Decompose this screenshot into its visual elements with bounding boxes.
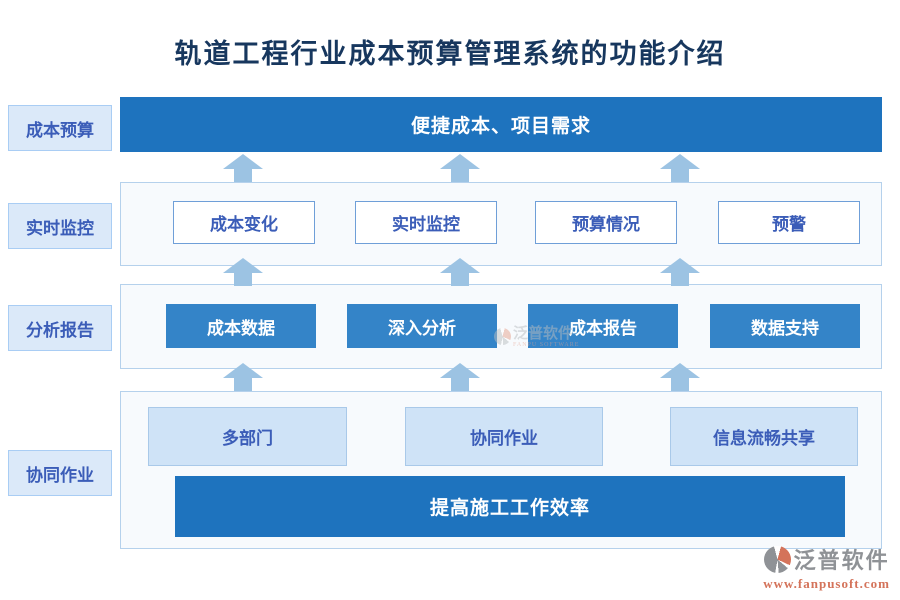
up-arrow-icon — [660, 258, 700, 286]
up-arrow-icon — [223, 258, 263, 286]
node-cost-change: 成本变化 — [173, 201, 315, 244]
fanpu-logo-icon — [763, 545, 791, 573]
node-deep-analysis: 深入分析 — [347, 304, 497, 348]
side-label-realtime-monitor: 实时监控 — [8, 203, 112, 249]
node-cost-data: 成本数据 — [166, 304, 316, 348]
side-label-analysis-report: 分析报告 — [8, 305, 112, 351]
bottom-banner: 提高施工工作效率 — [175, 476, 845, 537]
fanpu-logo: 泛普软件 www.fanpusoft.com — [763, 543, 890, 592]
up-arrow-icon — [660, 154, 700, 182]
up-arrow-icon — [223, 154, 263, 182]
node-data-support: 数据支持 — [710, 304, 860, 348]
node-multi-department: 多部门 — [148, 407, 347, 466]
node-realtime-monitor: 实时监控 — [355, 201, 497, 244]
side-label-collaboration: 协同作业 — [8, 450, 112, 496]
up-arrow-icon — [440, 154, 480, 182]
node-budget-status: 预算情况 — [535, 201, 677, 244]
fanpu-logo-url: www.fanpusoft.com — [763, 576, 890, 591]
up-arrow-icon — [660, 363, 700, 391]
node-warning: 预警 — [718, 201, 860, 244]
node-collaborative-work: 协同作业 — [405, 407, 603, 466]
side-label-cost-budget: 成本预算 — [8, 105, 112, 151]
node-cost-report: 成本报告 — [528, 304, 678, 348]
page-title: 轨道工程行业成本预算管理系统的功能介绍 — [174, 39, 726, 69]
fanpu-logo-text: 泛普软件 — [793, 548, 890, 573]
up-arrow-icon — [440, 363, 480, 391]
node-info-sharing: 信息流畅共享 — [670, 407, 858, 466]
top-banner: 便捷成本、项目需求 — [120, 97, 882, 152]
up-arrow-icon — [440, 258, 480, 286]
up-arrow-icon — [223, 363, 263, 391]
